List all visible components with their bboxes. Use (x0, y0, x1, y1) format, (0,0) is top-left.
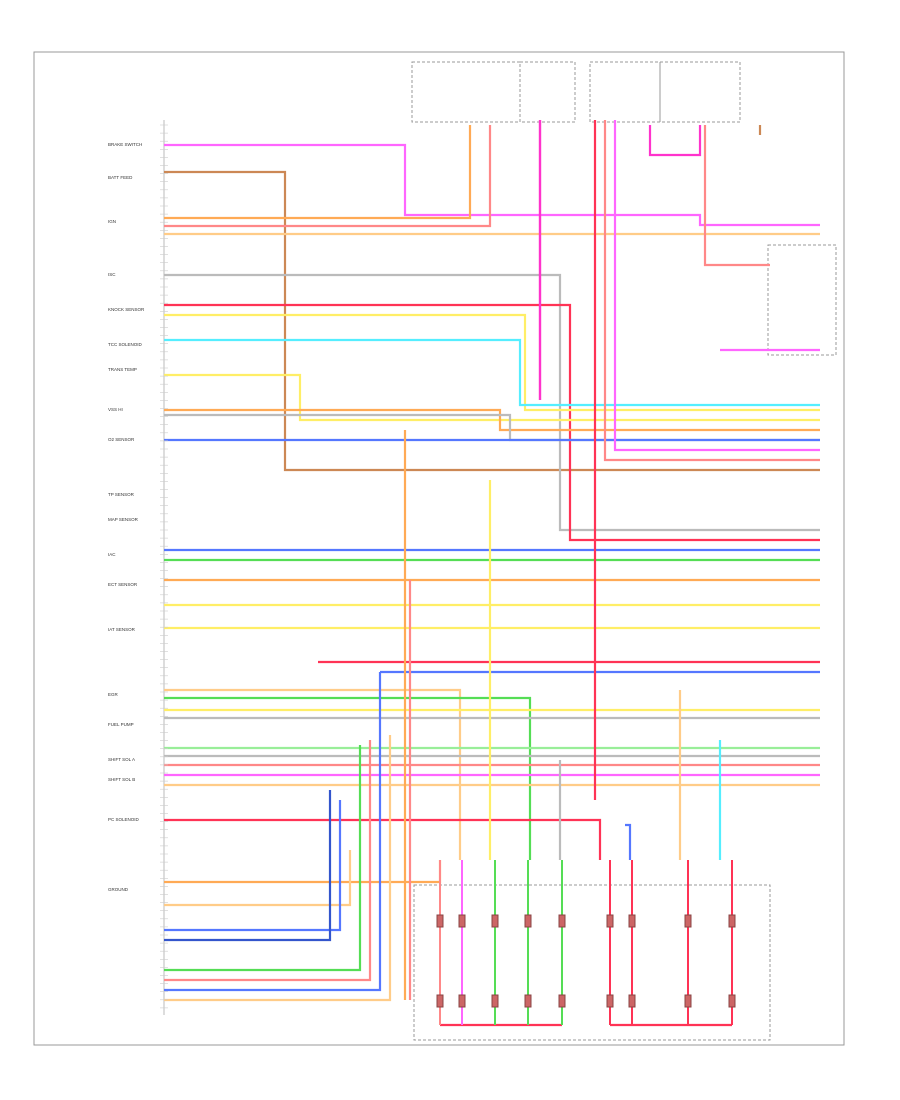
relay-box (767, 244, 837, 356)
solenoid-6 (606, 860, 614, 1025)
pin-label: SHIFT SOL A (108, 757, 136, 762)
wire-37 (164, 735, 392, 1002)
wire-9 (164, 373, 820, 422)
pin-label: EGR (108, 692, 118, 697)
pin-label: BRAKE SWITCH (108, 142, 143, 147)
pin-label: GROUND (108, 887, 128, 892)
wire-drop-blue (625, 823, 632, 860)
top-component-2 (519, 61, 576, 123)
pin-label: IAT SENSOR (108, 627, 135, 632)
pin-label: ECT SENSOR (108, 582, 138, 587)
solenoid-4 (524, 860, 532, 1025)
wire-1 (164, 170, 820, 472)
pin-label: KNOCK SENSOR (108, 307, 145, 312)
wire-5 (164, 273, 820, 532)
wire-11 (164, 413, 820, 442)
wire-riser-salmon-2 (603, 120, 820, 462)
wire-32 (164, 800, 342, 932)
wire-riser-pink (613, 120, 820, 452)
wire-36 (164, 672, 382, 992)
wire-29 (164, 818, 602, 860)
solenoid-1 (436, 860, 444, 1025)
wire-3 (164, 125, 492, 228)
wire-0 (164, 143, 820, 227)
pin-label: TCC SOLENOID (108, 342, 142, 347)
pin-label: IAC (108, 552, 116, 557)
solenoid-9 (728, 860, 736, 1025)
wire-20 (164, 688, 462, 860)
wire-riser-salmon-3 (703, 125, 770, 267)
wire-34 (164, 745, 362, 972)
pin-label: VSS HI (108, 407, 123, 412)
pin-label: ISC (108, 272, 116, 277)
pin-label: MAP SENSOR (108, 517, 138, 522)
diagram-frame (33, 51, 845, 1046)
pin-label: PC SOLENOID (108, 817, 139, 822)
solenoid-2 (458, 860, 466, 1025)
wire-21 (164, 696, 532, 860)
solenoid-8 (684, 860, 692, 1025)
wire-riser-magenta-2 (648, 125, 702, 157)
pin-label: SHIFT SOL B (108, 777, 136, 782)
solenoid-3 (491, 860, 499, 1025)
pin-label: TRANS TEMP (108, 367, 137, 372)
wire-7 (164, 313, 820, 412)
pin-label: TP SENSOR (108, 492, 134, 497)
top-component-1 (411, 61, 521, 123)
top-component-4 (659, 61, 741, 123)
pin-label: FUEL PUMP (108, 722, 134, 727)
wire-6 (164, 303, 820, 542)
pin-label: IGN (108, 219, 117, 224)
solenoid-7 (628, 860, 636, 1025)
solenoid-5 (558, 860, 566, 1025)
wire-10 (164, 408, 820, 432)
wire-2 (164, 125, 472, 220)
pin-label: BATT FEED (108, 175, 133, 180)
transmission-box (413, 884, 771, 1041)
solenoids-group (436, 860, 736, 1025)
wire-33 (164, 790, 332, 942)
wires-group (164, 120, 820, 1027)
pin-label: O2 SENSOR (108, 437, 135, 442)
pin-ticks-group (160, 124, 168, 1009)
wire-35 (164, 740, 372, 982)
wire-31 (164, 850, 352, 907)
top-component-3 (589, 61, 661, 123)
wire-30 (164, 860, 442, 884)
wire-8 (164, 338, 820, 407)
